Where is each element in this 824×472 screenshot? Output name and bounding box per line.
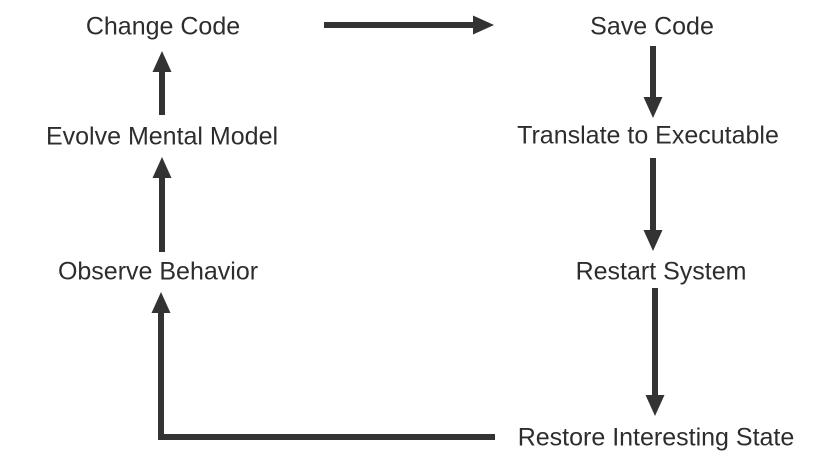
node-evolve-mental-model: Evolve Mental Model xyxy=(45,122,279,151)
arrow-observe-to-evolve-icon xyxy=(152,157,172,252)
arrow-change-to-save-icon xyxy=(324,15,494,35)
node-restart-system: Restart System xyxy=(575,257,747,286)
node-save-code: Save Code xyxy=(590,12,714,41)
arrow-translate-to-restart-icon xyxy=(643,158,663,251)
arrow-restore-to-observe-icon xyxy=(151,292,495,440)
node-translate-to-executable: Translate to Executable xyxy=(517,121,779,150)
node-observe-behavior: Observe Behavior xyxy=(57,257,259,286)
arrow-save-to-translate-icon xyxy=(643,46,663,118)
arrow-restart-to-restore-icon xyxy=(645,288,665,416)
node-change-code: Change Code xyxy=(85,12,241,41)
node-restore-interesting-state: Restore Interesting State xyxy=(517,423,795,452)
arrow-evolve-to-change-icon xyxy=(152,51,172,115)
